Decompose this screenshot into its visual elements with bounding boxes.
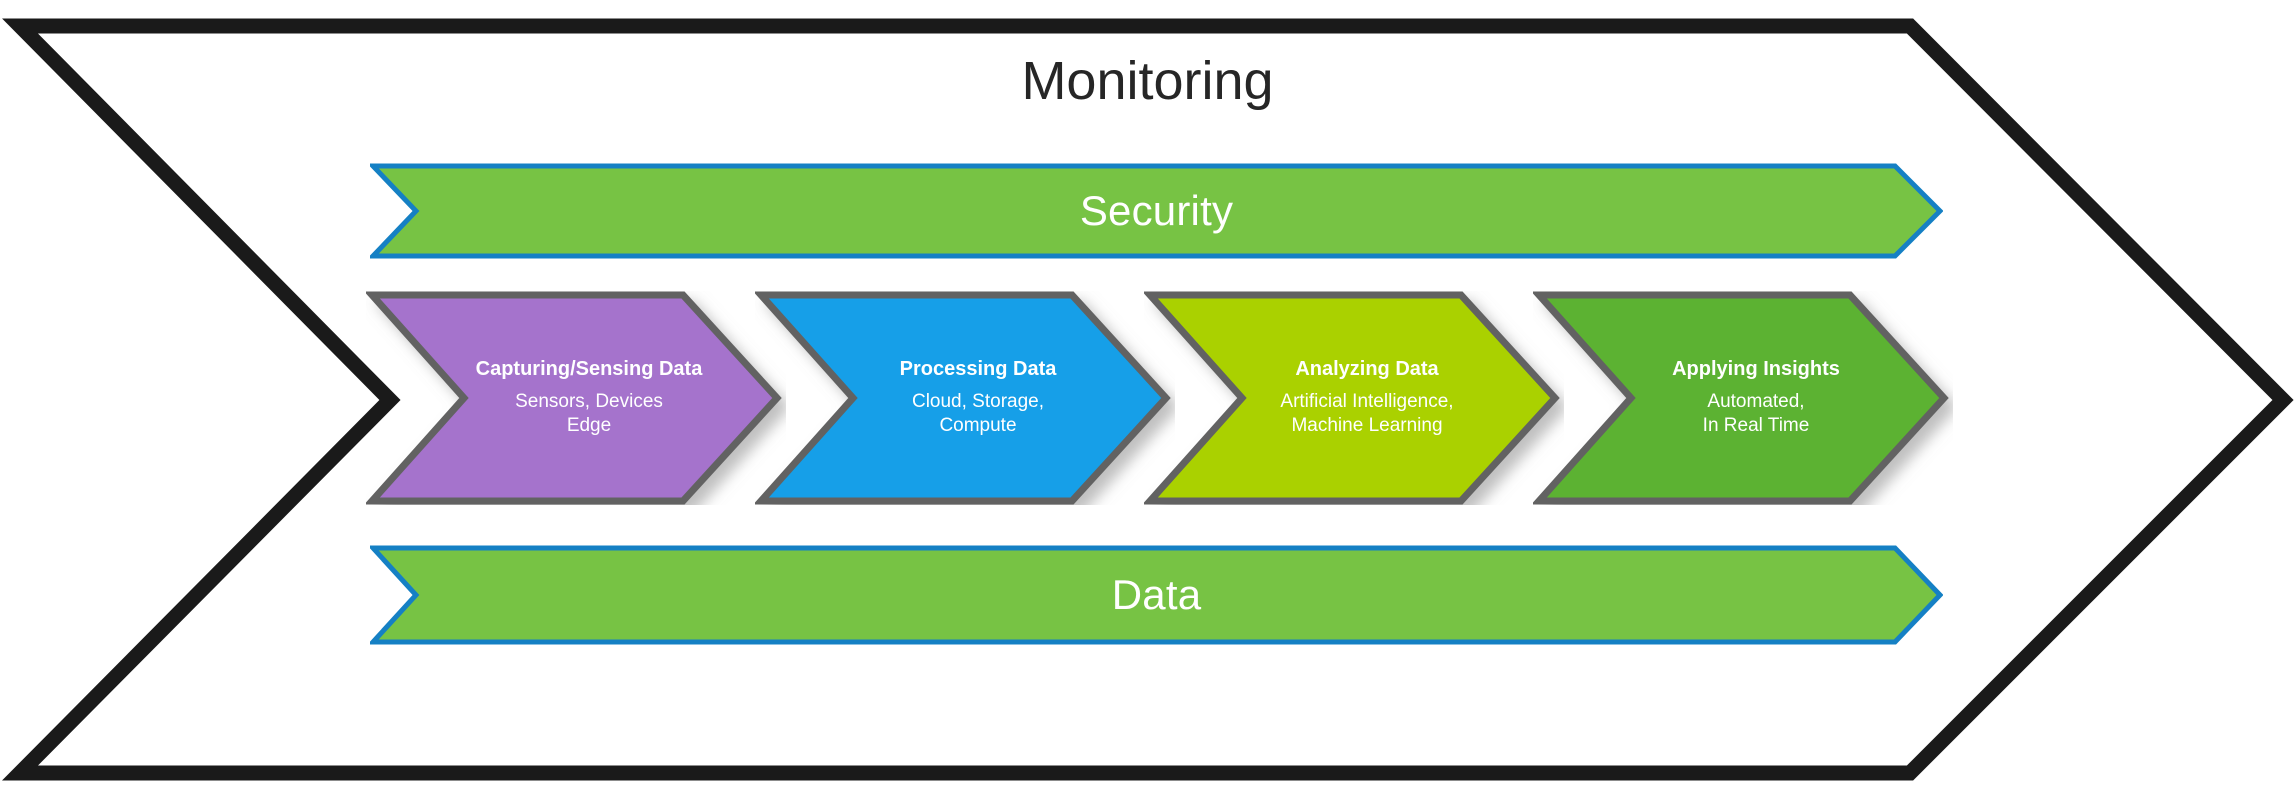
- data-chevron-shape: [370, 545, 1943, 645]
- security-chevron-shape: [370, 163, 1943, 259]
- stage-2-chevron-shape: [755, 291, 1171, 505]
- stage-1-text-block: Capturing/Sensing Data Sensors, Devices …: [366, 358, 786, 439]
- stage-3-subtitle-line-1: Artificial Intelligence,: [1280, 390, 1454, 412]
- stage-3-title: Analyzing Data: [1295, 357, 1439, 380]
- band-security[interactable]: Security: [370, 163, 1943, 259]
- stage-4-chevron-shape: [1533, 291, 1949, 505]
- stage-3-chevron-shape: [1144, 291, 1560, 505]
- stage-capturing-sensing-data[interactable]: Capturing/Sensing Data Sensors, Devices …: [366, 291, 786, 505]
- stage-3-text-block: Analyzing Data Artificial Intelligence, …: [1144, 358, 1564, 439]
- band-data[interactable]: Data: [370, 545, 1943, 645]
- stage-3-subtitle-line-2: Machine Learning: [1291, 415, 1443, 436]
- stage-2-text-block: Processing Data Cloud, Storage, Compute: [755, 358, 1175, 439]
- stage-analyzing-data[interactable]: Analyzing Data Artificial Intelligence, …: [1144, 291, 1564, 505]
- stage-1-chevron-shape: [366, 291, 782, 505]
- stage-applying-insights[interactable]: Applying Insights Automated, In Real Tim…: [1533, 291, 1953, 505]
- stage-4-title: Applying Insights: [1672, 357, 1840, 380]
- band-data-label: Data: [1111, 571, 1202, 618]
- band-security-label: Security: [1079, 187, 1234, 234]
- stage-4-subtitle-line-2: In Real Time: [1702, 415, 1810, 436]
- stage-4-text-block: Applying Insights Automated, In Real Tim…: [1533, 358, 1953, 439]
- stage-4-subtitle-line-1: Automated,: [1707, 390, 1805, 412]
- stage-1-subtitle-line-1: Sensors, Devices: [515, 390, 663, 412]
- stage-2-title: Processing Data: [899, 357, 1057, 380]
- page-title: Monitoring: [1021, 51, 1274, 111]
- stage-1-title: Capturing/Sensing Data: [475, 357, 703, 380]
- stage-1-subtitle-line-2: Edge: [566, 415, 612, 436]
- stage-2-subtitle-line-1: Cloud, Storage,: [911, 390, 1045, 412]
- stage-2-subtitle-line-2: Compute: [939, 415, 1017, 436]
- stage-processing-data[interactable]: Processing Data Cloud, Storage, Compute: [755, 291, 1175, 505]
